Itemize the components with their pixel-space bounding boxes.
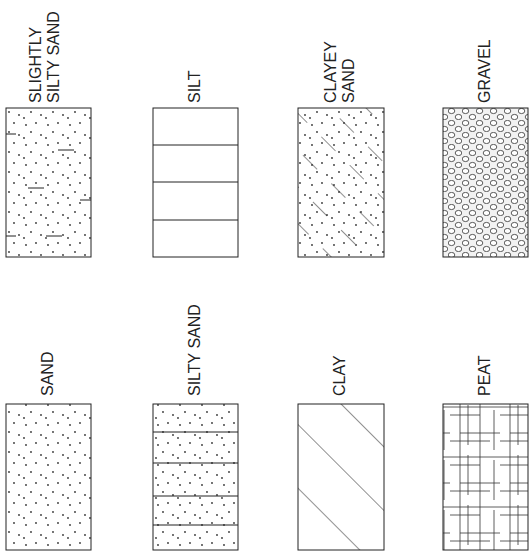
legend-label: GRAVEL bbox=[476, 0, 494, 103]
legend-label: SILT bbox=[186, 0, 204, 103]
legend-label: PEAT bbox=[476, 266, 494, 396]
peat-swatch bbox=[443, 404, 528, 550]
clayey-sand-swatch bbox=[298, 108, 384, 257]
legend-label: SLIGHTLY SILTY SAND bbox=[27, 4, 64, 103]
sand-swatch bbox=[6, 404, 91, 550]
silt-swatch bbox=[153, 108, 238, 257]
legend-label: SAND bbox=[39, 266, 57, 396]
gravel-swatch bbox=[443, 108, 528, 257]
legend-label: CLAY bbox=[331, 266, 349, 396]
clay-swatch bbox=[298, 404, 384, 550]
legend-label: SILTY SAND bbox=[186, 266, 204, 396]
slightly-silty-sand-swatch bbox=[6, 108, 91, 257]
silty-sand-swatch bbox=[153, 404, 238, 550]
legend-label: CLAYEY SAND bbox=[322, 28, 359, 103]
